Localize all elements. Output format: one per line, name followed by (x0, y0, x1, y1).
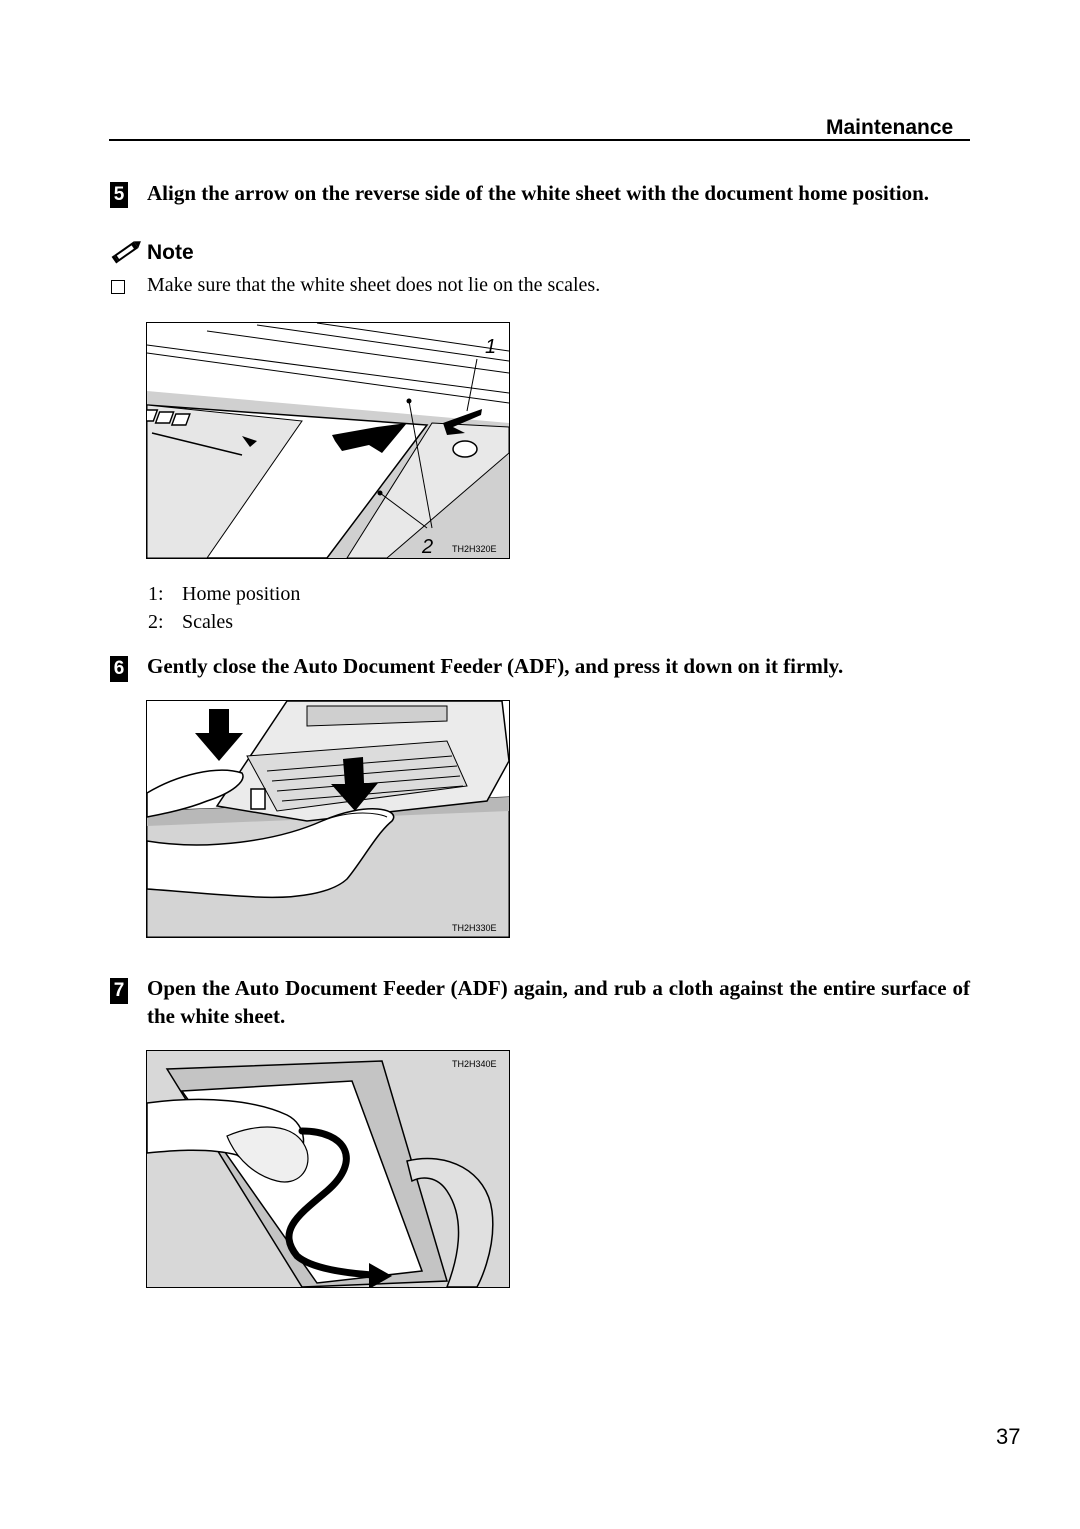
legend-number-2: 2: (148, 611, 164, 633)
figure-wipe-sheet: TH2H340E (146, 1050, 510, 1288)
step-6-badge: 6 (110, 656, 128, 682)
pencil-icon (110, 238, 144, 264)
note-item: Make sure that the white sheet does not … (147, 274, 601, 296)
legend-number-1: 1: (148, 583, 164, 605)
figure-code: TH2H320E (452, 544, 497, 554)
figure-close-adf: TH2H330E (146, 700, 510, 938)
header-rule (109, 139, 970, 141)
figure-code: TH2H330E (452, 923, 497, 933)
step-5-text: Align the arrow on the reverse side of t… (147, 181, 929, 205)
note-bullet (111, 280, 125, 294)
callout-1: 1 (485, 336, 496, 358)
note-title: Note (147, 241, 194, 264)
figure-home-position: 1 2 TH2H320E (146, 322, 510, 559)
step-7-text: Open the Auto Document Feeder (ADF) agai… (147, 976, 970, 1028)
figure-code: TH2H340E (452, 1059, 497, 1069)
legend-label-1: Home position (182, 583, 301, 605)
step-5-badge: 5 (110, 182, 128, 208)
legend-label-2: Scales (182, 611, 234, 633)
step-7-badge: 7 (110, 978, 128, 1004)
step-6-text: Gently close the Auto Document Feeder (A… (147, 654, 844, 678)
callout-2: 2 (421, 536, 433, 558)
section-title: Maintenance (826, 116, 954, 139)
page-number: 37 (996, 1424, 1021, 1449)
